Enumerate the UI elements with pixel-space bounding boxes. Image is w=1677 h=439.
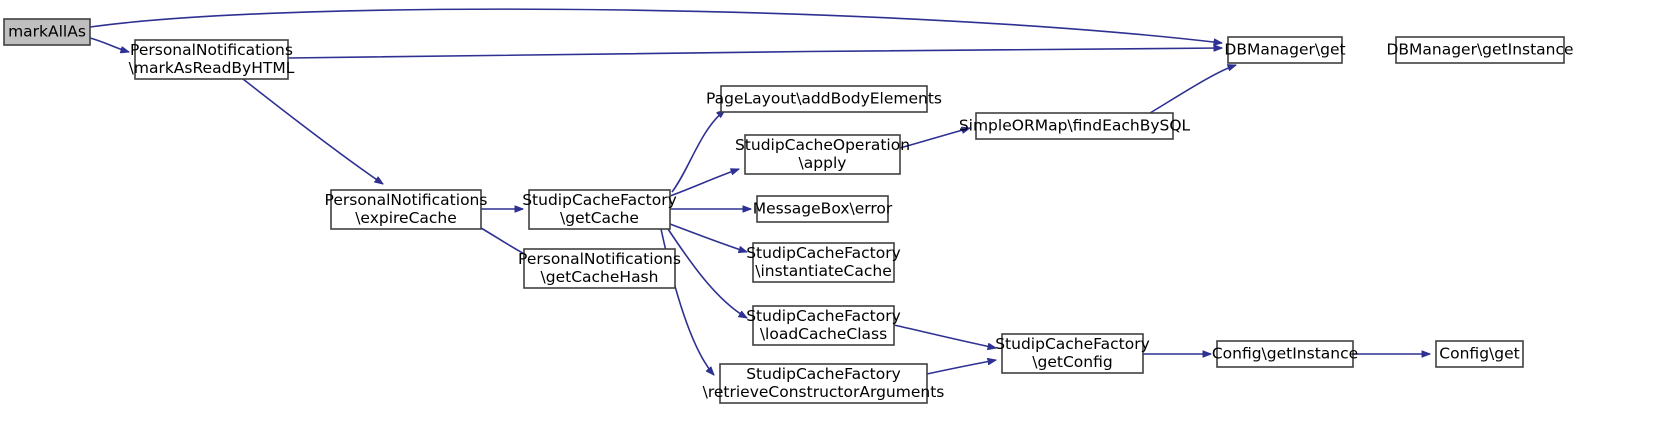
node-box-studipcachefactory-getcache[interactable] bbox=[528, 189, 671, 230]
node-label-pagelayout-addbodyelements: PageLayout\addBodyElements bbox=[706, 90, 942, 108]
edge-studipcachefactory-retrieveconstructorarguments-to-studipcachefactory-getconfig bbox=[926, 360, 996, 375]
node-label-studipcachefactory-getcache: \getCache bbox=[560, 209, 639, 227]
node-box-config-getinstance[interactable] bbox=[1216, 340, 1354, 368]
node-label-studipcachefactory-getcache: StudipCacheFactory bbox=[522, 191, 677, 209]
node-label-studipcachefactory-instantiatecache: \instantiateCache bbox=[755, 262, 892, 280]
node-box-markAllAs[interactable] bbox=[3, 18, 91, 46]
node-box-markAsReadByHTML[interactable] bbox=[134, 39, 289, 80]
node-label-config-getinstance: Config\getInstance bbox=[1212, 345, 1358, 363]
edge-markAsReadByHTML-to-dbmanager-get bbox=[287, 48, 1222, 59]
node-label-studipcachefactory-loadcacheclass: \loadCacheClass bbox=[760, 325, 887, 343]
node-personalnotifications-getcachehash[interactable]: PersonalNotifications\getCacheHash bbox=[518, 248, 681, 289]
node-label-config-get: Config\get bbox=[1439, 345, 1519, 363]
node-label-studipcachefactory-retrieveconstructorarguments: \retrieveConstructorArguments bbox=[703, 383, 945, 401]
node-messagebox-error[interactable]: MessageBox\error bbox=[753, 195, 893, 223]
node-label-markAllAs: markAllAs bbox=[8, 23, 86, 41]
node-label-studipcacheoperation-apply: \apply bbox=[799, 154, 847, 172]
node-label-personalnotifications-getcachehash: PersonalNotifications bbox=[518, 250, 681, 268]
edge-markAllAs-to-dbmanager-get bbox=[89, 8, 1222, 43]
node-label-dbmanager-getinstance: DBManager\getInstance bbox=[1386, 41, 1573, 59]
node-box-messagebox-error[interactable] bbox=[756, 195, 889, 223]
edge-markAsReadByHTML-to-personalnotifications-expirecache bbox=[242, 78, 383, 184]
node-markAllAs[interactable]: markAllAs bbox=[3, 18, 91, 46]
edge-studipcachefactory-getcache-to-studipcachefactory-instantiatecache bbox=[669, 223, 747, 252]
node-studipcachefactory-retrieveconstructorarguments[interactable]: StudipCacheFactory\retrieveConstructorAr… bbox=[703, 363, 945, 404]
node-label-personalnotifications-expirecache: \expireCache bbox=[355, 209, 457, 227]
node-label-messagebox-error: MessageBox\error bbox=[753, 200, 893, 218]
node-dbmanager-get[interactable]: DBManager\get bbox=[1224, 36, 1346, 64]
node-label-dbmanager-get: DBManager\get bbox=[1224, 41, 1345, 59]
node-label-studipcachefactory-instantiatecache: StudipCacheFactory bbox=[746, 244, 901, 262]
node-studipcachefactory-getcache[interactable]: StudipCacheFactory\getCache bbox=[522, 189, 677, 230]
node-personalnotifications-expirecache[interactable]: PersonalNotifications\expireCache bbox=[325, 189, 488, 230]
edge-simpleormap-findeachbysql-to-dbmanager-get bbox=[1149, 65, 1236, 114]
node-config-get[interactable]: Config\get bbox=[1435, 340, 1524, 368]
node-box-studipcachefactory-loadcacheclass[interactable] bbox=[752, 305, 895, 346]
node-studipcacheoperation-apply[interactable]: StudipCacheOperation\apply bbox=[735, 134, 910, 175]
node-label-personalnotifications-getcachehash: \getCacheHash bbox=[541, 268, 659, 286]
node-markAsReadByHTML[interactable]: PersonalNotifications\markAsReadByHTML bbox=[129, 39, 295, 80]
node-pagelayout-addbodyelements[interactable]: PageLayout\addBodyElements bbox=[706, 85, 942, 113]
edges-layer bbox=[89, 8, 1430, 375]
node-dbmanager-getinstance[interactable]: DBManager\getInstance bbox=[1386, 36, 1574, 64]
node-label-studipcachefactory-loadcacheclass: StudipCacheFactory bbox=[746, 307, 901, 325]
node-box-personalnotifications-expirecache[interactable] bbox=[330, 189, 482, 230]
edge-studipcachefactory-getcache-to-pagelayout-addbodyelements bbox=[671, 110, 725, 193]
node-config-getinstance[interactable]: Config\getInstance bbox=[1212, 340, 1358, 368]
node-label-studipcachefactory-retrieveconstructorarguments: StudipCacheFactory bbox=[746, 365, 901, 383]
edge-studipcachefactory-loadcacheclass-to-studipcachefactory-getconfig bbox=[893, 324, 996, 348]
node-box-pagelayout-addbodyelements[interactable] bbox=[720, 85, 928, 113]
node-box-studipcacheoperation-apply[interactable] bbox=[744, 134, 901, 175]
node-label-markAsReadByHTML: PersonalNotifications bbox=[130, 41, 293, 59]
edge-studipcachefactory-getcache-to-studipcachefactory-loadcacheclass bbox=[667, 228, 747, 319]
node-box-studipcachefactory-instantiatecache[interactable] bbox=[752, 242, 895, 283]
edge-markAllAs-to-markAsReadByHTML bbox=[89, 37, 129, 52]
node-label-studipcacheoperation-apply: StudipCacheOperation bbox=[735, 136, 910, 154]
node-label-markAsReadByHTML: \markAsReadByHTML bbox=[129, 59, 295, 77]
node-label-studipcachefactory-getconfig: StudipCacheFactory bbox=[995, 335, 1150, 353]
node-studipcachefactory-instantiatecache[interactable]: StudipCacheFactory\instantiateCache bbox=[746, 242, 901, 283]
nodes-layer: markAllAsPersonalNotifications\markAsRea… bbox=[3, 18, 1574, 404]
node-box-dbmanager-getinstance[interactable] bbox=[1395, 36, 1565, 64]
edge-studipcachefactory-getcache-to-studipcacheoperation-apply bbox=[669, 169, 739, 197]
node-label-studipcachefactory-getconfig: \getConfig bbox=[1032, 353, 1112, 371]
node-studipcachefactory-loadcacheclass[interactable]: StudipCacheFactory\loadCacheClass bbox=[746, 305, 901, 346]
node-box-simpleormap-findeachbysql[interactable] bbox=[975, 112, 1174, 140]
node-studipcachefactory-getconfig[interactable]: StudipCacheFactory\getConfig bbox=[995, 333, 1150, 374]
node-box-personalnotifications-getcachehash[interactable] bbox=[523, 248, 676, 289]
edge-studipcacheoperation-apply-to-simpleormap-findeachbysql bbox=[899, 128, 970, 149]
node-box-studipcachefactory-retrieveconstructorarguments[interactable] bbox=[719, 363, 928, 404]
node-box-studipcachefactory-getconfig[interactable] bbox=[1001, 333, 1144, 374]
node-box-dbmanager-get[interactable] bbox=[1227, 36, 1343, 64]
node-simpleormap-findeachbysql[interactable]: SimpleORMap\findEachBySQL bbox=[959, 112, 1191, 140]
node-label-personalnotifications-expirecache: PersonalNotifications bbox=[325, 191, 488, 209]
node-box-config-get[interactable] bbox=[1435, 340, 1524, 368]
node-label-simpleormap-findeachbysql: SimpleORMap\findEachBySQL bbox=[959, 117, 1191, 135]
edge-studipcachefactory-getcache-to-studipcachefactory-retrieveconstructorarguments bbox=[660, 228, 714, 375]
